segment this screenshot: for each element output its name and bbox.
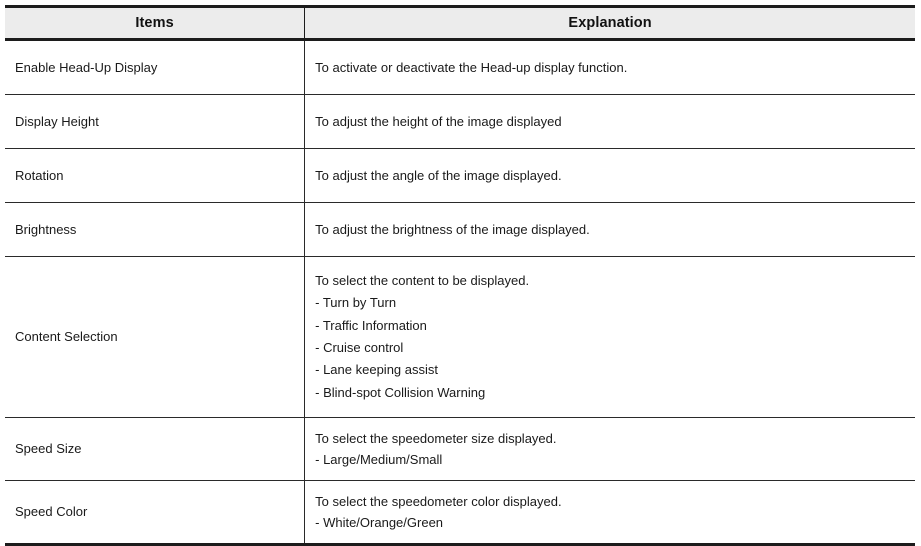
explanation-lines: To adjust the height of the image displa… bbox=[315, 111, 905, 133]
explanation-line: - Large/Medium/Small bbox=[315, 452, 443, 467]
explanation-line: To select the speedometer color displaye… bbox=[315, 494, 562, 509]
hud-settings-table: Items Explanation Enable Head-Up Display… bbox=[5, 5, 915, 546]
row-item-label: Enable Head-Up Display bbox=[5, 39, 306, 95]
explanation-line: - Lane keeping assist bbox=[315, 362, 438, 378]
explanation-line: - Blind-spot Collision Warning bbox=[315, 384, 486, 400]
explanation-lines: To select the speedometer color displaye… bbox=[315, 491, 905, 533]
explanation-lines: To activate or deactivate the Head-up di… bbox=[315, 57, 905, 79]
explanation-line: - Turn by Turn bbox=[315, 295, 397, 311]
explanation-line: To activate or deactivate the Head-up di… bbox=[315, 59, 628, 75]
row-item-label: Rotation bbox=[5, 148, 306, 203]
row-item-label: Speed Color bbox=[5, 480, 306, 546]
explanation-line: To adjust the angle of the image display… bbox=[315, 167, 562, 183]
row-explanation: To select the content to be displayed. -… bbox=[304, 256, 915, 418]
explanation-line: To adjust the brightness of the image di… bbox=[315, 221, 590, 237]
table-row: Brightness To adjust the brightness of t… bbox=[5, 202, 915, 257]
table-row: Rotation To adjust the angle of the imag… bbox=[5, 148, 915, 203]
row-explanation: To adjust the angle of the image display… bbox=[304, 148, 915, 203]
explanation-lines: To adjust the angle of the image display… bbox=[315, 165, 905, 187]
explanation-lines: To select the speedometer size displayed… bbox=[315, 428, 905, 470]
row-explanation: To adjust the brightness of the image di… bbox=[304, 202, 915, 257]
row-explanation: To activate or deactivate the Head-up di… bbox=[304, 39, 915, 95]
column-header-explanation: Explanation bbox=[304, 5, 915, 41]
explanation-line: To adjust the height of the image displa… bbox=[315, 113, 562, 129]
table-row: Speed Color To select the speedometer co… bbox=[5, 480, 915, 546]
explanation-line: To select the content to be displayed. bbox=[315, 272, 530, 288]
table-row: Enable Head-Up Display To activate or de… bbox=[5, 39, 915, 95]
row-explanation: To select the speedometer size displayed… bbox=[304, 417, 915, 481]
table-row: Speed Size To select the speedometer siz… bbox=[5, 417, 915, 481]
table-row: Content Selection To select the content … bbox=[5, 256, 915, 418]
table-header: Items Explanation bbox=[5, 5, 915, 41]
explanation-line: - Traffic Information bbox=[315, 317, 427, 333]
row-explanation: To select the speedometer color displaye… bbox=[304, 480, 915, 546]
explanation-line: - White/Orange/Green bbox=[315, 515, 444, 530]
explanation-lines: To adjust the brightness of the image di… bbox=[315, 219, 905, 241]
row-explanation: To adjust the height of the image displa… bbox=[304, 94, 915, 149]
row-item-label: Speed Size bbox=[5, 417, 306, 481]
table-header-row: Items Explanation bbox=[5, 5, 915, 41]
explanation-lines: To select the content to be displayed. -… bbox=[315, 270, 905, 404]
row-item-label: Brightness bbox=[5, 202, 306, 257]
spec-table-container: Items Explanation Enable Head-Up Display… bbox=[5, 5, 915, 546]
table-row: Display Height To adjust the height of t… bbox=[5, 94, 915, 149]
explanation-line: - Cruise control bbox=[315, 340, 404, 355]
table-body: Enable Head-Up Display To activate or de… bbox=[5, 39, 915, 546]
row-item-label: Display Height bbox=[5, 94, 306, 149]
row-item-label: Content Selection bbox=[5, 256, 306, 418]
explanation-line: To select the speedometer size displayed… bbox=[315, 431, 557, 446]
column-header-items: Items bbox=[5, 5, 306, 41]
